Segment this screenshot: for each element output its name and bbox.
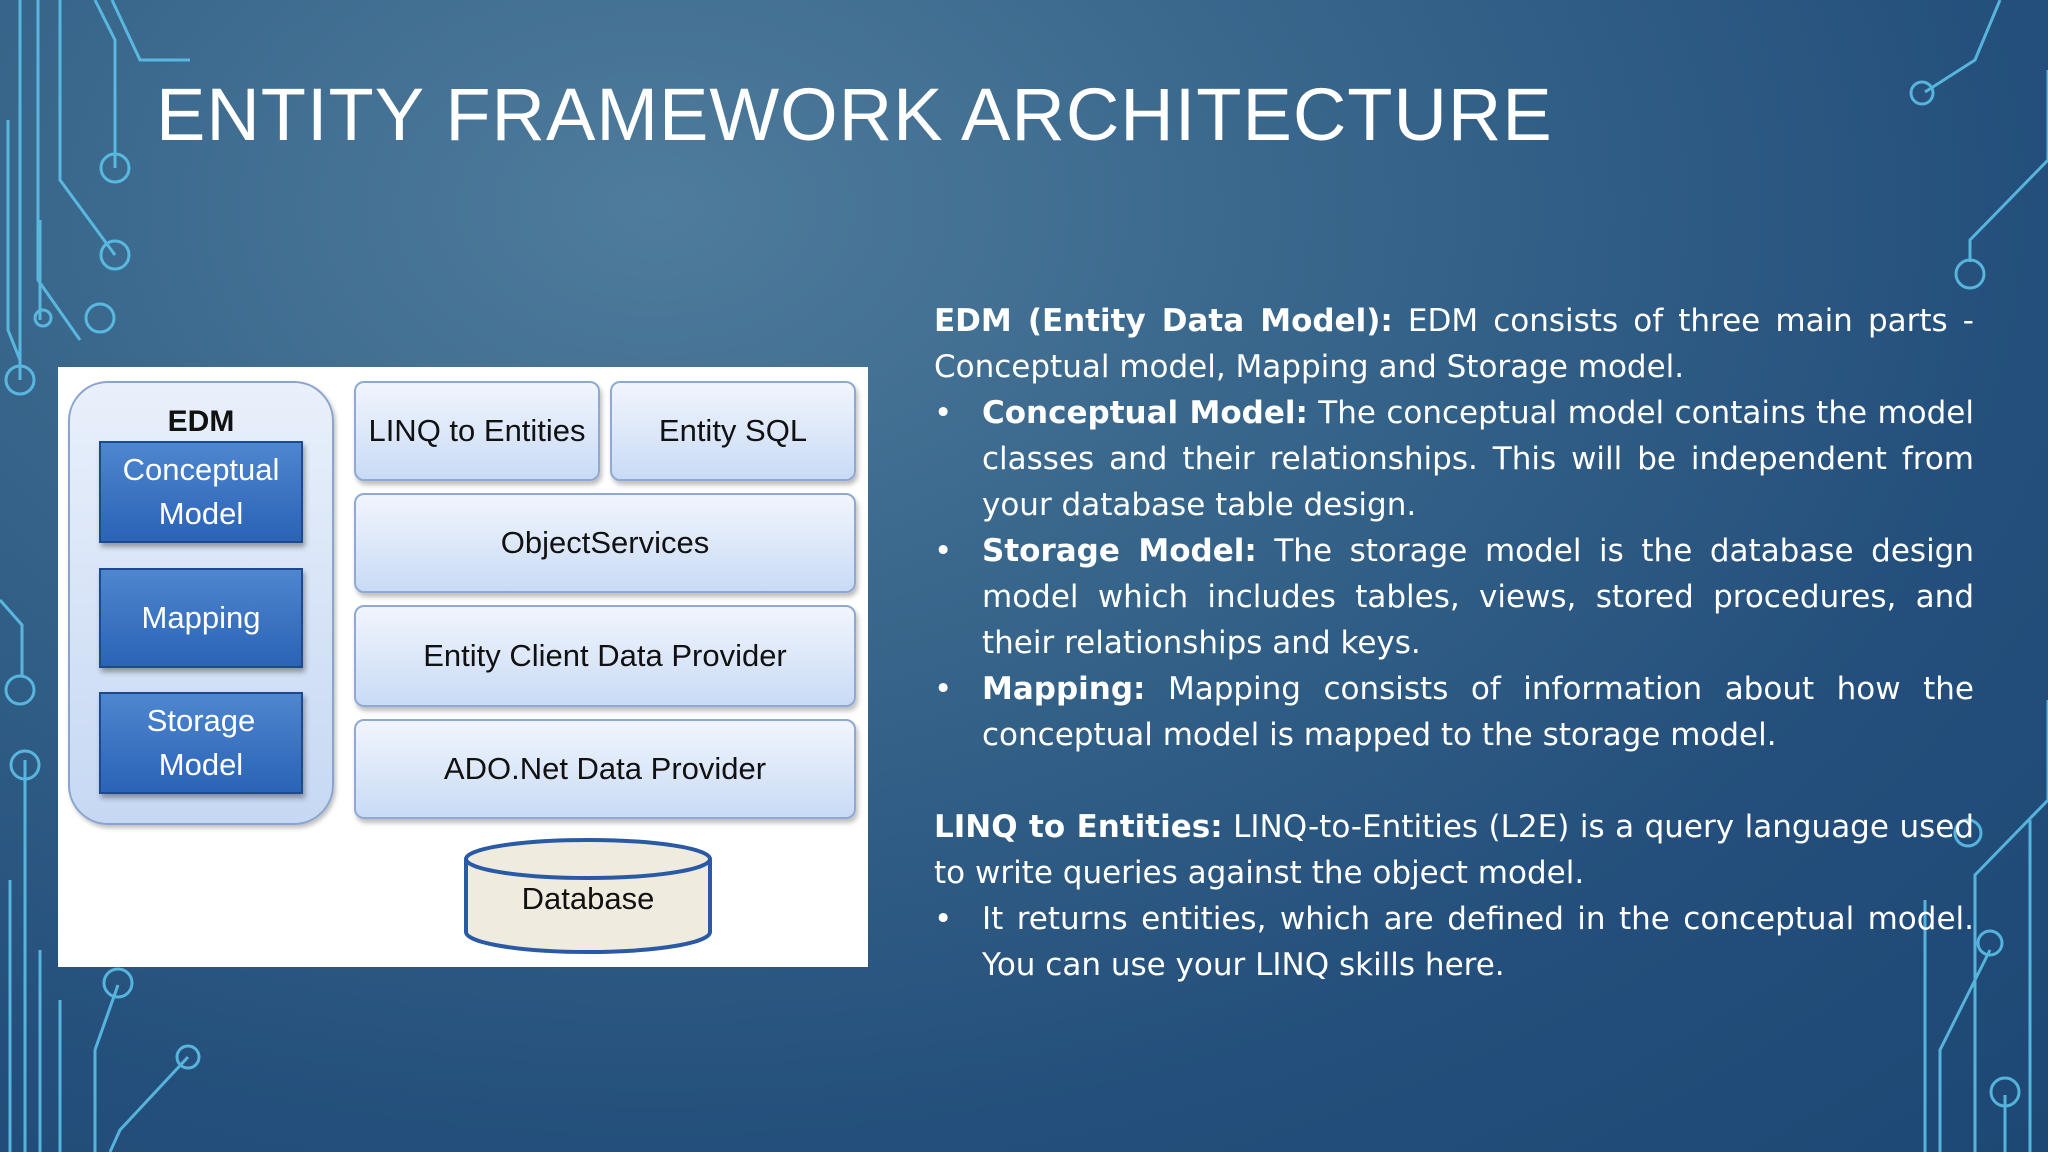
bullet-icon: • — [934, 901, 953, 937]
bullet-icon: • — [934, 395, 953, 431]
linq-term: LINQ to Entities: — [934, 809, 1223, 845]
entity-sql-label: Entity SQL — [658, 413, 808, 448]
storage-model-box: Storage Model — [99, 692, 303, 794]
linq-to-entities-label: LINQ to Entities — [368, 413, 586, 448]
bullet-text: Mapping consists of information about ho… — [982, 671, 1974, 753]
bullet-icon: • — [934, 533, 953, 569]
linq-to-entities-box: LINQ to Entities — [354, 381, 600, 481]
storage-model-line2: Model — [158, 747, 244, 782]
ado-net-box: ADO.Net Data Provider — [354, 719, 856, 819]
content-text: EDM (Entity Data Model): EDM consists of… — [934, 298, 1974, 988]
mapping-box: Mapping — [99, 568, 303, 668]
bullet-term: Storage Model: — [982, 533, 1257, 569]
bullet-term: Conceptual Model: — [982, 395, 1308, 431]
bullet-text: The storage model is the database design… — [982, 533, 1975, 661]
slide-title: ENTITY FRAMEWORK ARCHITECTURE — [156, 73, 1553, 156]
list-item: • Mapping: Mapping consists of informatio… — [934, 666, 1974, 758]
bullet-text: It returns entities, which are defined i… — [982, 901, 1974, 983]
linq-paragraph: LINQ to Entities: LINQ-to-Entities (L2E)… — [934, 804, 1974, 896]
linq-description: LINQ-to-Entities (L2E) is a query langua… — [934, 809, 1974, 891]
edm-term: EDM (Entity Data Model): — [934, 303, 1393, 339]
entity-client-label: Entity Client Data Provider — [423, 638, 787, 673]
ado-net-label: ADO.Net Data Provider — [443, 751, 767, 786]
object-services-label: ObjectServices — [500, 525, 710, 560]
entity-client-box: Entity Client Data Provider — [354, 605, 856, 707]
architecture-diagram: EDM Conceptual Model Mapping Storage Mod… — [58, 367, 868, 967]
edm-group: EDM Conceptual Model Mapping Storage Mod… — [68, 381, 334, 825]
list-item: • Conceptual Model: The conceptual model … — [934, 390, 1974, 528]
edm-paragraph: EDM (Entity Data Model): EDM consists of… — [934, 298, 1974, 390]
database-icon — [464, 838, 712, 954]
conceptual-model-line2: Model — [158, 496, 244, 531]
storage-model-line1: Storage — [146, 703, 256, 738]
entity-sql-box: Entity SQL — [610, 381, 856, 481]
conceptual-model-box: Conceptual Model — [99, 441, 303, 543]
bullet-icon: • — [934, 671, 953, 707]
edm-label: EDM — [167, 405, 235, 438]
object-services-box: ObjectServices — [354, 493, 856, 593]
edm-description: EDM consists of three main parts - Conce… — [934, 303, 1974, 385]
conceptual-model-line1: Conceptual — [122, 452, 280, 487]
list-item: • Storage Model: The storage model is the… — [934, 528, 1974, 666]
database-label: Database — [521, 881, 655, 916]
mapping-label: Mapping — [141, 600, 261, 635]
bullet-text: The conceptual model contains the model … — [982, 395, 1974, 523]
spacer — [934, 758, 1974, 804]
database-cylinder: Database — [463, 837, 713, 957]
bullet-term: Mapping: — [982, 671, 1146, 707]
list-item: • It returns entities, which are defined … — [934, 896, 1974, 988]
